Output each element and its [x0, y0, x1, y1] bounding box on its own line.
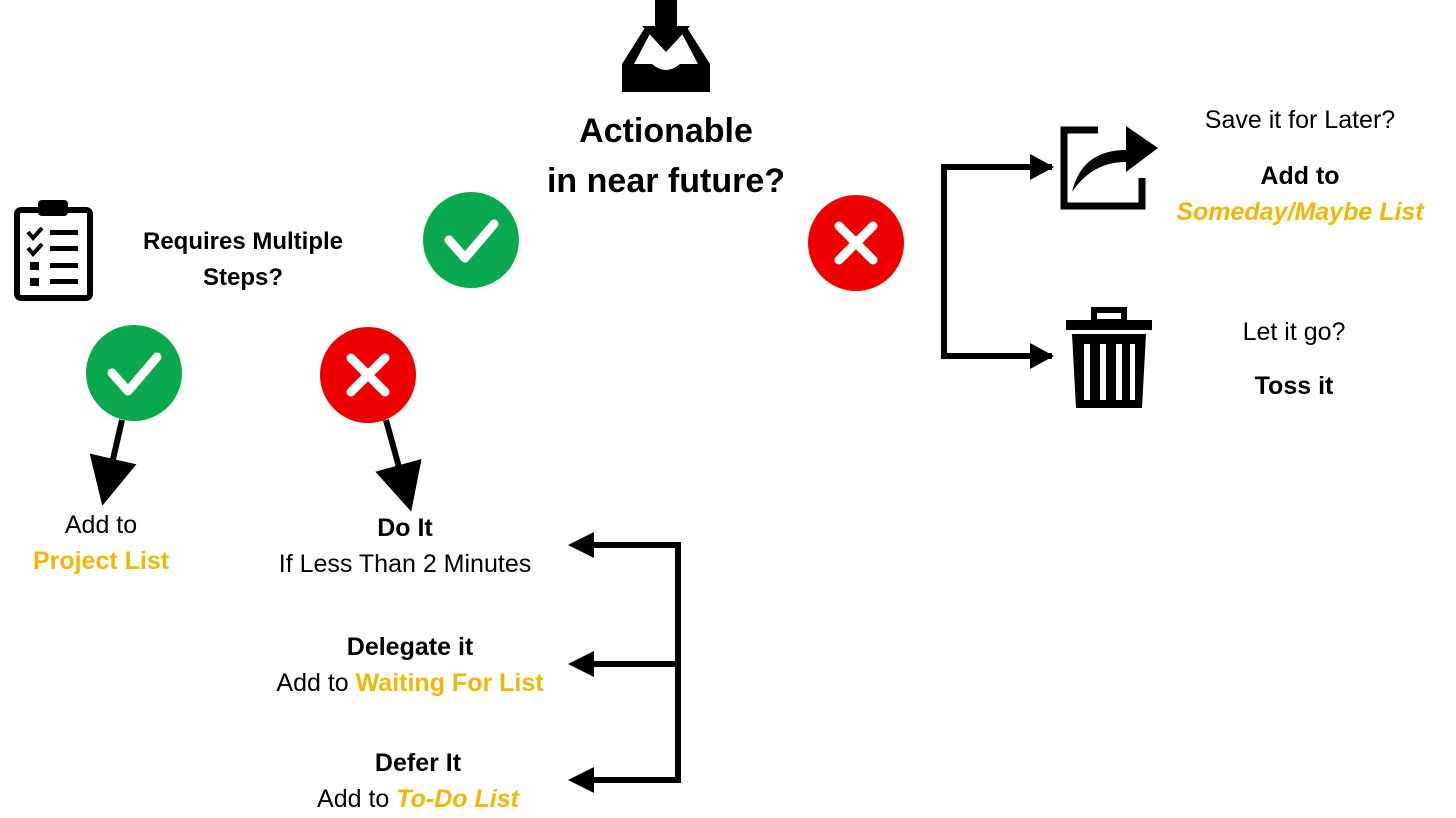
later-question: Save it for Later?: [1204, 106, 1396, 134]
later-action: Add to: [1260, 162, 1340, 190]
multi-steps-question: Requires Multiple Steps?: [110, 224, 376, 296]
share-arrow-icon: [1060, 126, 1158, 210]
no-circle-multi: [320, 327, 416, 423]
delegate-title: Delegate it: [346, 633, 474, 661]
doit-detail: If Less Than 2 Minutes: [278, 550, 532, 578]
delegate-list: Waiting For List: [355, 669, 544, 697]
question-title: Actionable in near future?: [516, 106, 816, 206]
arrowheads: [568, 154, 1054, 793]
delegate-line: Add to Waiting For List: [230, 665, 590, 701]
defer-list: To-Do List: [396, 785, 519, 813]
check-icon: [107, 352, 162, 396]
project-block: Add to Project List: [0, 507, 202, 579]
inbox-icon: [622, 0, 710, 92]
doit-title: Do It: [377, 514, 433, 542]
yes-circle-actionable: [423, 192, 519, 288]
x-icon: [346, 353, 390, 397]
trash-can-icon: [1066, 307, 1152, 408]
arrow-to-doit: [375, 419, 422, 512]
clipboard-checklist-icon: [14, 200, 93, 301]
multi-line1: Requires Multiple: [142, 228, 344, 255]
defer-title: Defer It: [374, 749, 462, 777]
letgo-action: Toss it: [1254, 372, 1334, 400]
arrow-to-project: [89, 419, 137, 506]
connector-arrows: [89, 164, 1052, 783]
later-list: Someday/Maybe List: [1176, 198, 1424, 226]
x-icon: [834, 221, 878, 265]
check-icon: [444, 219, 499, 263]
delegate-block: Delegate it Add to Waiting For List: [230, 629, 590, 701]
defer-line: Add to To-Do List: [238, 781, 598, 817]
later-action-block: Add to Someday/Maybe List: [1150, 158, 1450, 230]
no-circle-actionable: [808, 195, 904, 291]
defer-block: Defer It Add to To-Do List: [238, 745, 598, 817]
multi-line2: Steps?: [202, 264, 283, 291]
bracket-later-toss: [941, 164, 1052, 359]
defer-prefix: Add to: [317, 785, 397, 813]
later-block: Save it for Later?: [1160, 102, 1440, 138]
question-line1: Actionable: [579, 112, 753, 150]
yes-circle-multi: [86, 325, 182, 421]
project-action: Add to: [64, 511, 138, 539]
letgo-question: Let it go?: [1242, 318, 1346, 346]
project-list: Project List: [32, 547, 170, 575]
delegate-prefix: Add to: [276, 669, 356, 697]
letgo-block: Let it go? Toss it: [1194, 314, 1394, 404]
doit-block: Do It If Less Than 2 Minutes: [230, 510, 580, 582]
question-line2: in near future?: [546, 162, 786, 200]
